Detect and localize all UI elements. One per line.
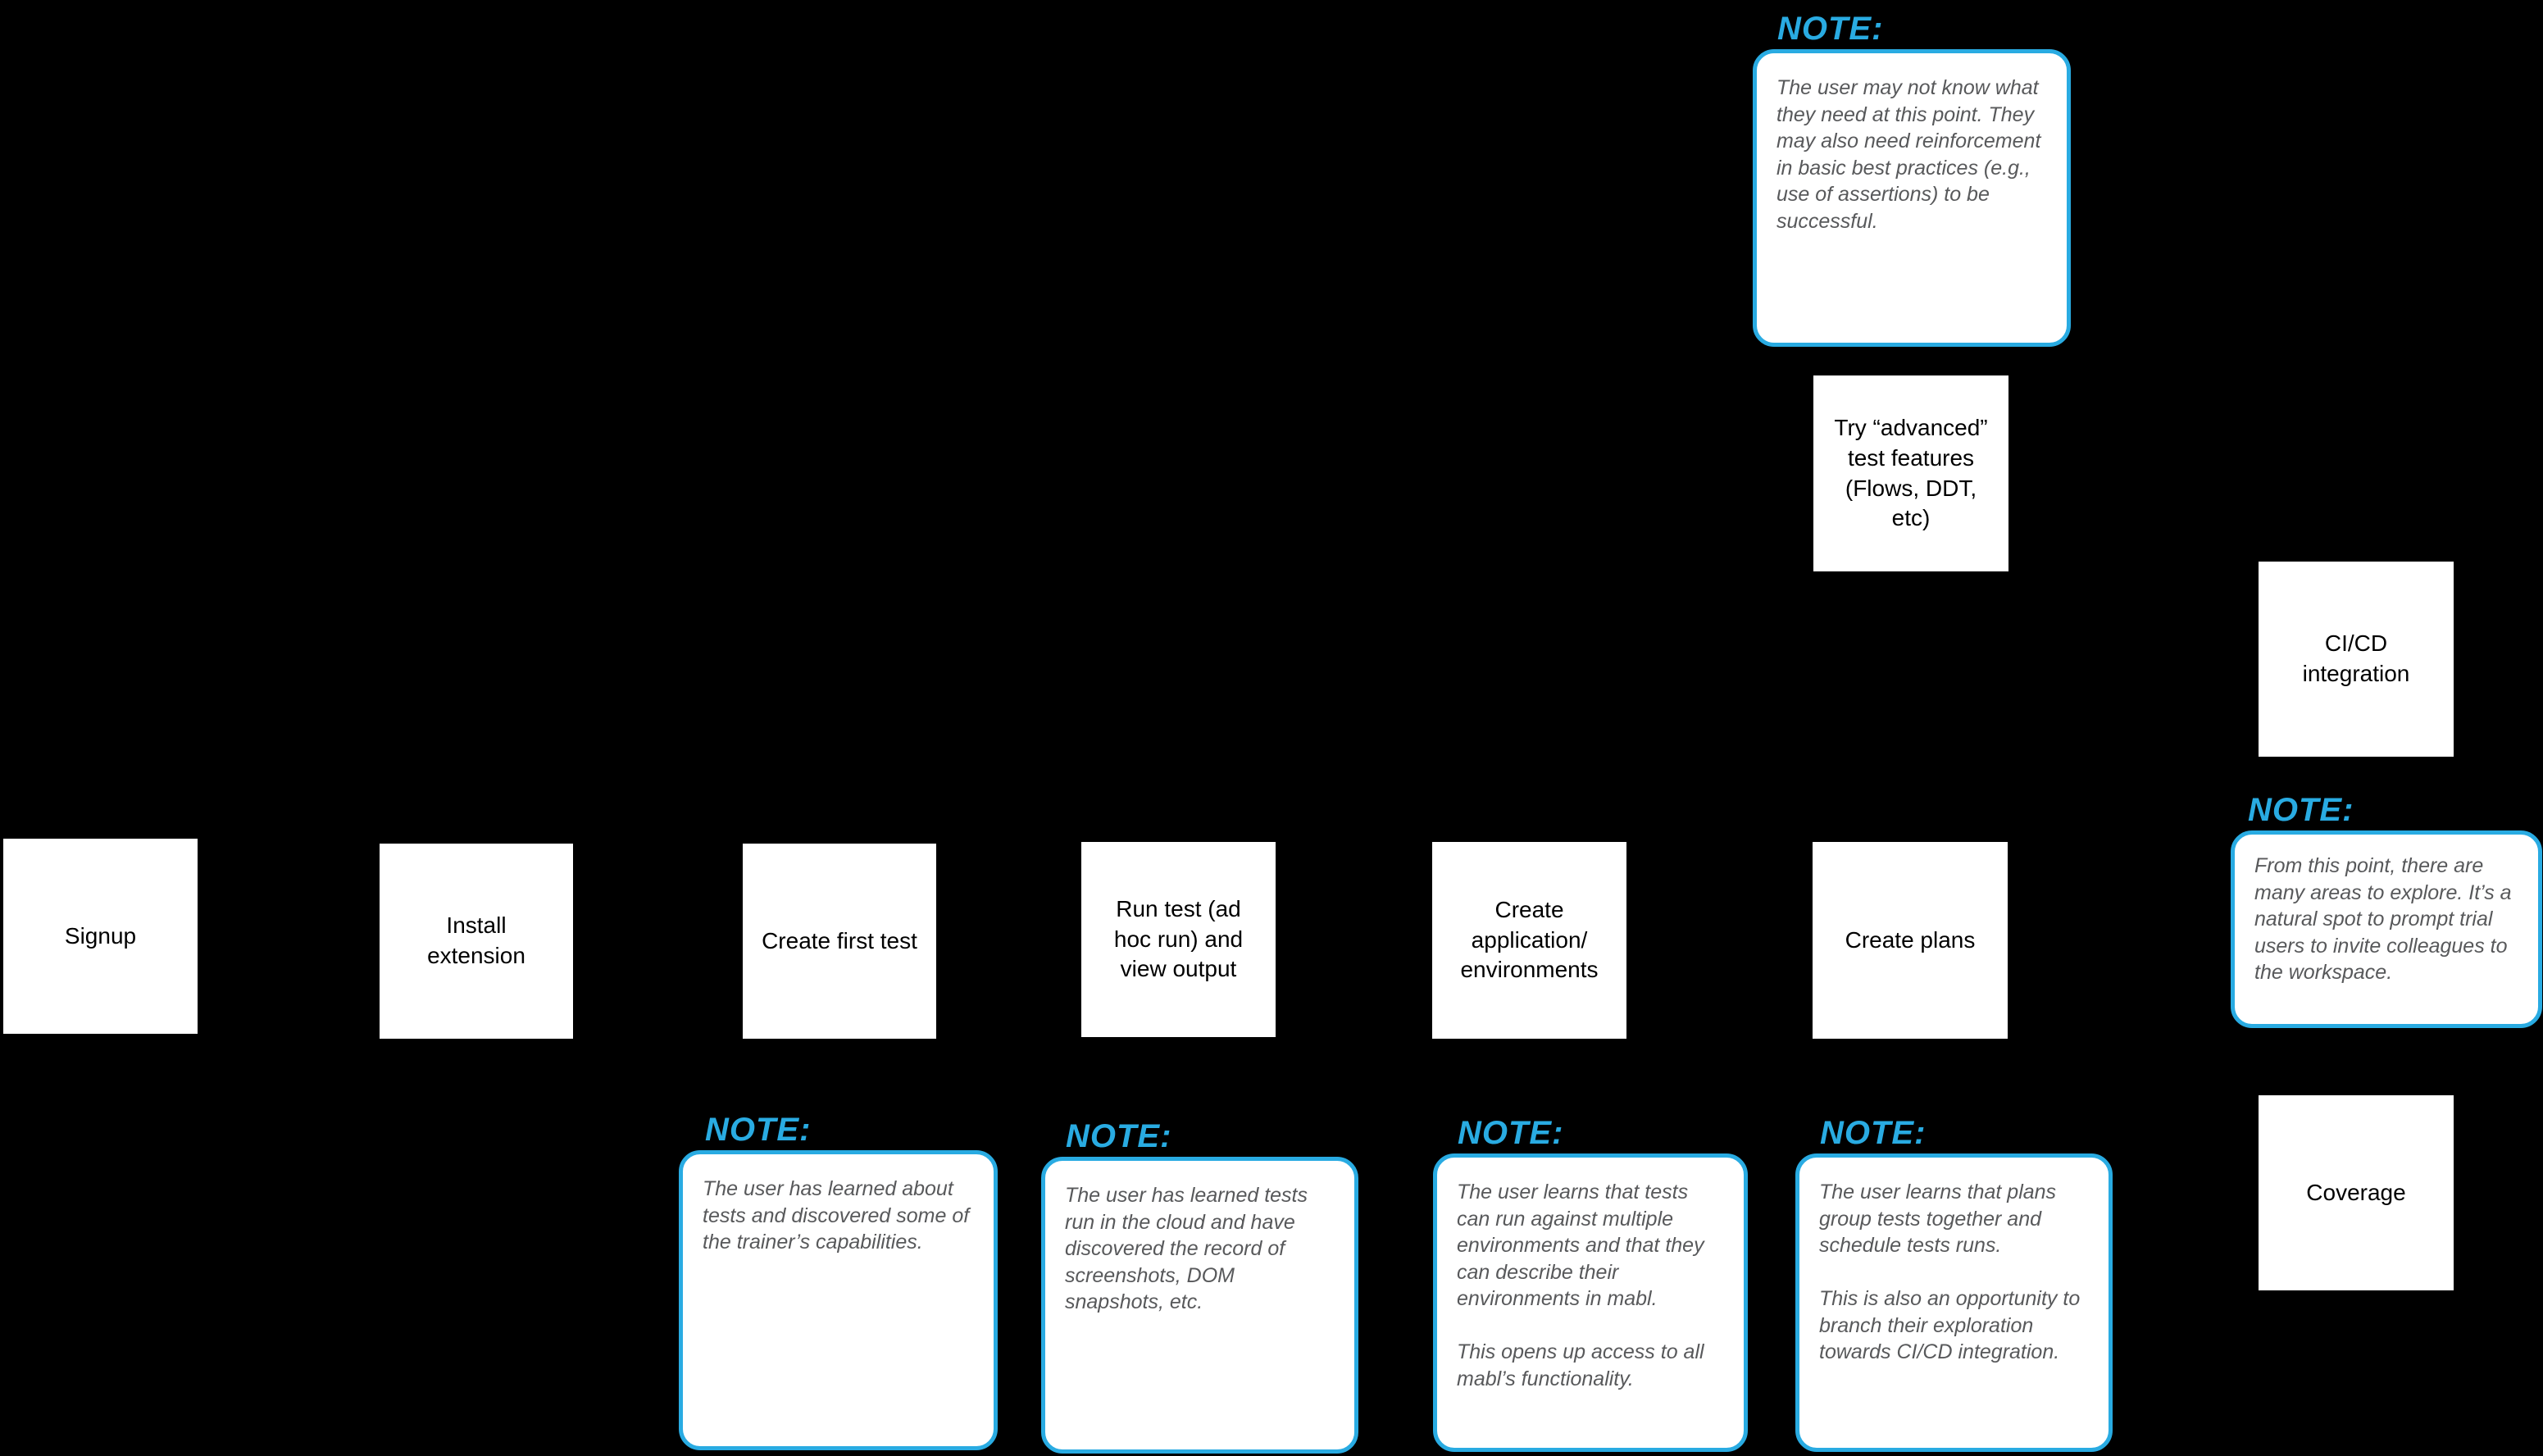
flow-step-create-first-test: Create first test bbox=[743, 844, 936, 1039]
note-run-test: The user has learned tests run in the cl… bbox=[1041, 1157, 1358, 1454]
note-cicd-integration: From this point, there are many areas to… bbox=[2231, 830, 2542, 1028]
note-heading: NOTE: bbox=[1066, 1118, 1172, 1154]
note-body: The user has learned about tests and dis… bbox=[703, 1177, 970, 1254]
flow-step-label: Create application/ environments bbox=[1460, 896, 1599, 983]
flow-step-try-advanced-test-features: Try “advanced” test features (Flows, DDT… bbox=[1813, 375, 2008, 571]
note-create-application: The user learns that tests can run again… bbox=[1433, 1153, 1748, 1452]
note-advanced-features: The user may not know what they need at … bbox=[1753, 49, 2071, 347]
flow-step-create-plans: Create plans bbox=[1813, 842, 2008, 1039]
flow-step-label: Run test (ad hoc run) and view output bbox=[1113, 895, 1244, 982]
flow-step-coverage: Coverage bbox=[2259, 1095, 2454, 1290]
note-create-first-test: The user has learned about tests and dis… bbox=[679, 1150, 998, 1450]
flow-step-label: CI/CD integration bbox=[2302, 630, 2410, 686]
note-heading: NOTE: bbox=[1820, 1115, 1927, 1151]
flow-step-install-extension: Install extension bbox=[380, 844, 573, 1039]
flow-step-label: Create plans bbox=[1845, 926, 1976, 953]
note-heading: NOTE: bbox=[1458, 1115, 1564, 1151]
flow-step-label: Try “advanced” test features (Flows, DDT… bbox=[1834, 414, 1988, 531]
note-body: The user learns that tests can run again… bbox=[1457, 1181, 1704, 1390]
note-heading: NOTE: bbox=[2248, 792, 2354, 828]
note-body: The user learns that plans group tests t… bbox=[1819, 1181, 2081, 1363]
note-body: The user has learned tests run in the cl… bbox=[1065, 1184, 1308, 1313]
note-heading: NOTE: bbox=[705, 1112, 812, 1148]
flow-step-run-test: Run test (ad hoc run) and view output bbox=[1081, 842, 1276, 1037]
flow-step-signup: Signup bbox=[3, 839, 198, 1034]
flow-step-cicd-integration: CI/CD integration bbox=[2259, 562, 2454, 757]
note-body: From this point, there are many areas to… bbox=[2254, 854, 2512, 984]
flow-step-label: Signup bbox=[64, 922, 137, 949]
note-heading: NOTE: bbox=[1777, 11, 1884, 47]
flow-step-label: Install extension bbox=[427, 912, 525, 968]
flow-step-label: Coverage bbox=[2306, 1179, 2406, 1205]
note-body: The user may not know what they need at … bbox=[1776, 76, 2041, 233]
flow-step-create-application-environments: Create application/ environments bbox=[1432, 842, 1626, 1039]
flow-step-label: Create first test bbox=[762, 927, 917, 953]
note-create-plans: The user learns that plans group tests t… bbox=[1795, 1153, 2113, 1452]
